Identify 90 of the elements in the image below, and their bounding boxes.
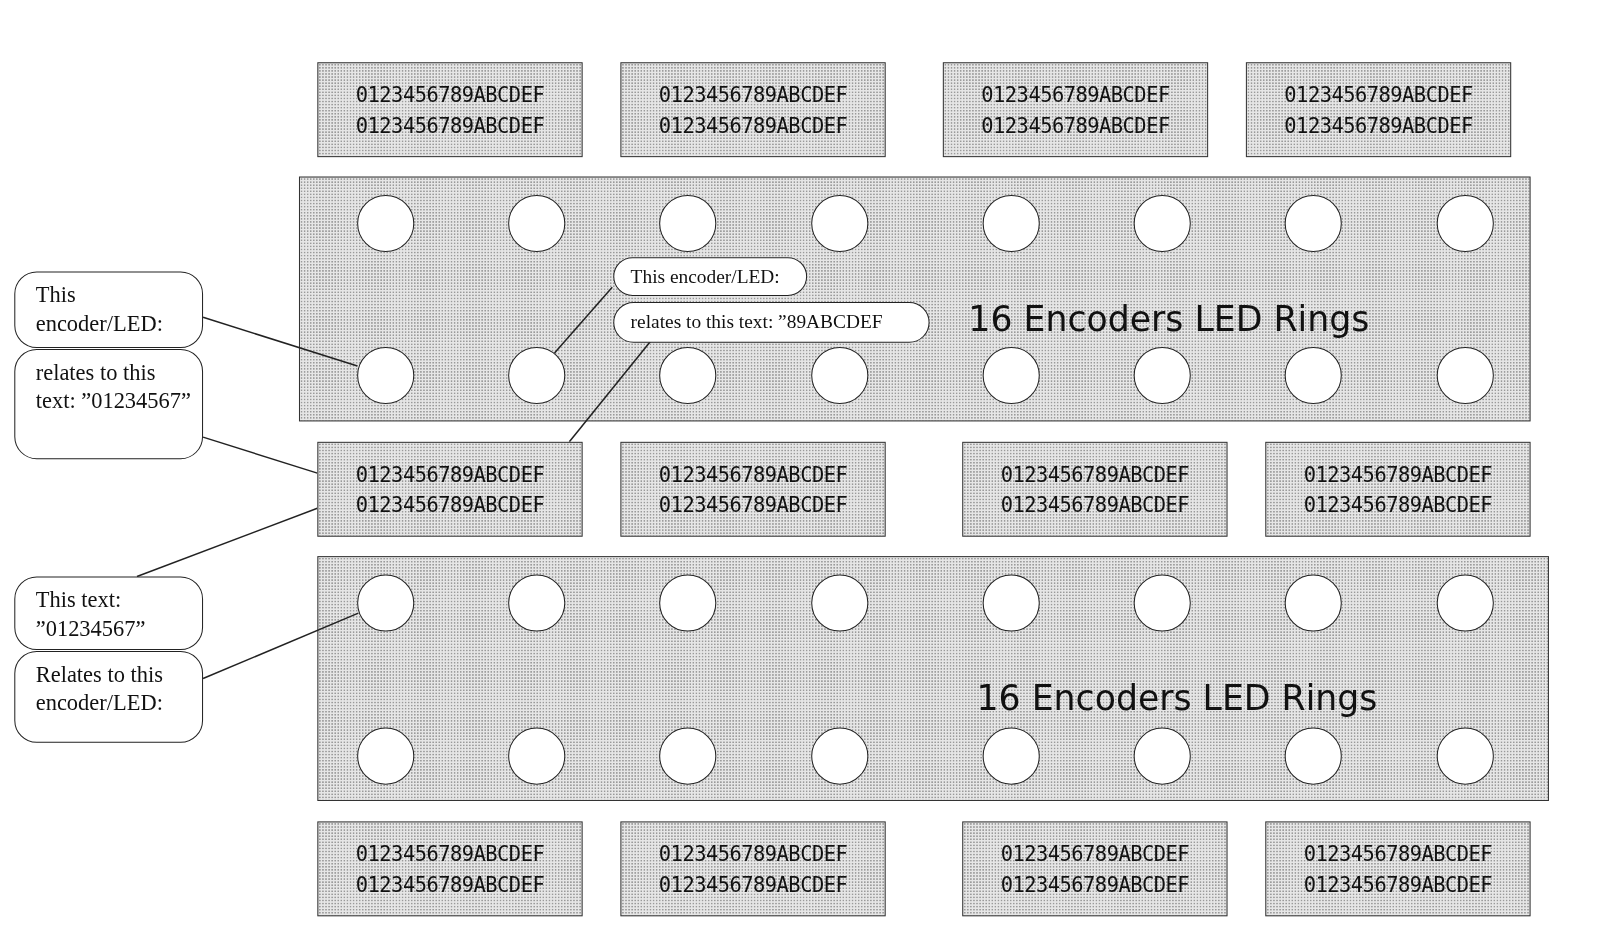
label-text: 0123456789ABCDEF bbox=[658, 492, 848, 517]
encoder-ring-circle bbox=[811, 727, 869, 785]
label-text: 0123456789ABCDEF bbox=[1000, 461, 1190, 487]
encoder-ring-circle bbox=[659, 727, 717, 785]
label-box bbox=[962, 441, 1228, 537]
encoder-ring-circle bbox=[508, 194, 566, 253]
label-box bbox=[317, 441, 583, 537]
encoder-ring-circle bbox=[982, 194, 1040, 253]
callout-bubble bbox=[14, 271, 204, 348]
label-text: 0123456789ABCDEF bbox=[355, 461, 545, 487]
label-text: 0123456789ABCDEF bbox=[1000, 841, 1190, 866]
label-box bbox=[317, 821, 583, 917]
leader-line bbox=[568, 341, 651, 443]
encoder-ring-circle bbox=[1133, 346, 1191, 405]
callout-text: This encoder/LED: bbox=[630, 264, 781, 289]
encoder-ring-circle bbox=[811, 574, 869, 632]
label-text: 0123456789ABCDEF bbox=[981, 112, 1170, 138]
label-text: 0123456789ABCDEF bbox=[1303, 461, 1493, 487]
encoder-ring-circle bbox=[508, 346, 566, 405]
label-text: 0123456789ABCDEF bbox=[1303, 871, 1493, 897]
callout-bubble bbox=[14, 576, 204, 650]
label-box bbox=[942, 62, 1209, 158]
leader-line bbox=[553, 286, 613, 354]
encoder-ring-circle bbox=[1284, 574, 1342, 632]
label-text: 0123456789ABCDEF bbox=[658, 461, 848, 487]
encoder-panel bbox=[298, 176, 1531, 422]
encoder-ring-circle bbox=[1436, 574, 1494, 632]
encoder-ring-circle bbox=[508, 574, 566, 632]
label-box bbox=[1265, 821, 1531, 917]
label-text: 0123456789ABCDEF bbox=[355, 112, 545, 138]
encoder-ring-circle bbox=[508, 727, 566, 785]
encoder-ring-circle bbox=[1284, 346, 1342, 405]
encoder-ring-circle bbox=[357, 574, 415, 632]
label-text: 0123456789ABCDEF bbox=[1284, 112, 1473, 138]
encoder-ring-circle bbox=[357, 727, 415, 785]
callout-text: relates to this text: ”89ABCDEF bbox=[630, 309, 884, 334]
leader-line bbox=[202, 436, 319, 474]
encoder-ring-circle bbox=[1284, 194, 1342, 253]
encoder-ring-circle bbox=[1133, 727, 1191, 785]
label-box bbox=[317, 62, 583, 158]
label-text: 0123456789ABCDEF bbox=[658, 841, 848, 866]
label-text: 0123456789ABCDEF bbox=[981, 82, 1170, 107]
encoder-ring-circle bbox=[357, 346, 415, 405]
label-box bbox=[620, 821, 886, 917]
encoder-ring-circle bbox=[1284, 727, 1342, 785]
label-text: 0123456789ABCDEF bbox=[658, 871, 848, 897]
label-box bbox=[620, 441, 886, 537]
label-text: 0123456789ABCDEF bbox=[1000, 871, 1190, 897]
leader-line bbox=[136, 507, 319, 578]
callout-text: This text: ”01234567” bbox=[35, 585, 147, 643]
callout-text: This encoder/LED: bbox=[35, 280, 164, 338]
label-text: 0123456789ABCDEF bbox=[658, 82, 848, 107]
label-text: 0123456789ABCDEF bbox=[1284, 82, 1473, 107]
label-text: 0123456789ABCDEF bbox=[355, 82, 545, 107]
label-box bbox=[1245, 62, 1512, 158]
encoder-ring-circle bbox=[811, 346, 869, 405]
encoder-panel bbox=[317, 556, 1549, 801]
callout-text: relates to this text: ”01234567” bbox=[35, 358, 192, 416]
encoder-ring-circle bbox=[659, 346, 717, 405]
encoder-ring-circle bbox=[357, 194, 415, 253]
encoder-ring-circle bbox=[982, 574, 1040, 632]
leader-line bbox=[202, 612, 360, 680]
label-text: 0123456789ABCDEF bbox=[1303, 841, 1493, 866]
callout-bubble bbox=[613, 257, 808, 296]
label-text: 0123456789ABCDEF bbox=[1000, 492, 1190, 517]
panel-title: 16 Encoders LED Rings bbox=[976, 677, 1378, 719]
label-text: 0123456789ABCDEF bbox=[355, 492, 545, 517]
encoder-ring-circle bbox=[1436, 346, 1494, 405]
label-text: 0123456789ABCDEF bbox=[355, 841, 545, 866]
encoder-ring-circle bbox=[1133, 194, 1191, 253]
encoder-ring-circle bbox=[1133, 574, 1191, 632]
callout-bubble bbox=[14, 651, 204, 743]
encoder-ring-circle bbox=[1436, 194, 1494, 253]
leader-line bbox=[202, 316, 359, 367]
label-box bbox=[1265, 441, 1531, 537]
panel-title: 16 Encoders LED Rings bbox=[968, 297, 1370, 339]
label-text: 0123456789ABCDEF bbox=[355, 871, 545, 897]
label-text: 0123456789ABCDEF bbox=[658, 112, 848, 138]
encoder-ring-circle bbox=[982, 727, 1040, 785]
callout-bubble bbox=[14, 348, 204, 460]
encoder-ring-circle bbox=[659, 574, 717, 632]
encoder-ring-circle bbox=[1436, 727, 1494, 785]
encoder-ring-circle bbox=[659, 194, 717, 253]
encoder-ring-circle bbox=[982, 346, 1040, 405]
callout-bubble bbox=[613, 302, 930, 343]
label-text: 0123456789ABCDEF bbox=[1303, 492, 1493, 517]
label-box bbox=[962, 821, 1228, 917]
label-box bbox=[620, 62, 886, 158]
encoder-ring-circle bbox=[811, 194, 869, 253]
callout-text: Relates to this encoder/LED: bbox=[35, 660, 164, 718]
